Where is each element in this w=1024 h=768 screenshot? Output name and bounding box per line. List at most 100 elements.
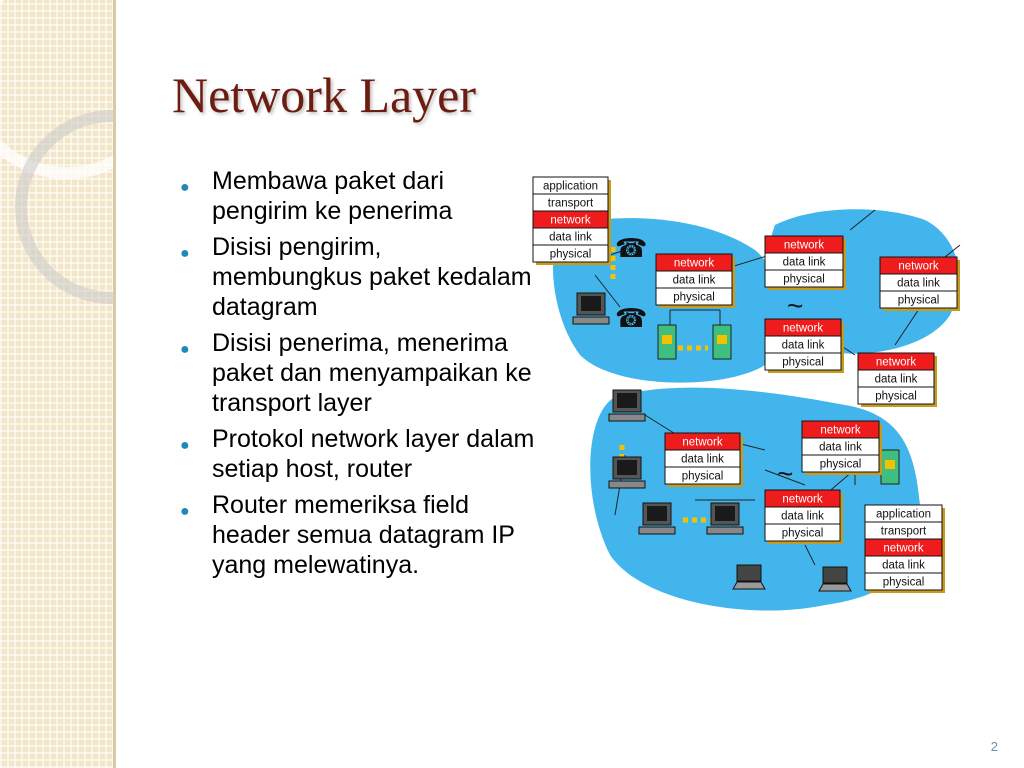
stack-layer-box [879,290,958,309]
stack-layer-label: network [674,258,715,270]
stack-layer-label: network [682,437,723,449]
protocol-stack: network data link physical [801,420,882,475]
stack-layer-label: data link [681,454,724,466]
server-light-shape [717,335,727,344]
laptop-screen-shape [736,564,762,582]
stack-layer-label: application [543,181,598,193]
stack-layer-label: physical [682,471,724,483]
stack-layer-label: physical [782,357,824,369]
keyboard-shape [706,526,744,535]
computer-icon [638,502,676,535]
server-icon [880,449,900,485]
bullet-list: ● Membawa paket dari pengirim ke penerima… [180,166,535,586]
computer-icon [572,292,610,325]
telephone-icon: ☎ [615,303,647,333]
bullet-dot-icon: ● [180,179,190,196]
laptop-icon [818,566,852,592]
router-icon: ~ [787,290,803,321]
protocol-stack: network data link physical [764,489,843,544]
bullet-item: ● Disisi pengirim, membungkus paket kedal… [180,232,535,322]
stack-layer-label: data link [781,511,824,523]
stack-layer-label: network [883,543,924,555]
protocol-stack: application transport network data link phys… [864,504,945,593]
keyboard-shape [572,316,610,325]
stack-layer-label: data link [782,340,825,352]
stack-layer-label: physical [883,577,925,589]
network-link [849,209,876,231]
page-number: 2 [990,739,998,754]
server-icon [657,324,677,360]
laptop-icon [732,564,766,590]
protocol-stack: application transport network data link phys… [532,176,611,265]
laptop-base-shape [818,583,852,592]
stack-layer-label: physical [898,295,940,307]
stack-layer-box [801,454,880,473]
protocol-stack: network data link physical [764,235,846,290]
sidebar-edge [113,0,116,768]
bullet-item: ● Membawa paket dari pengirim ke penerima [180,166,535,226]
screen-shape [647,506,667,521]
bullet-text: Disisi penerima, menerima paket dan meny… [212,329,532,417]
stack-layer-label: network [550,215,591,227]
protocol-stack: network data link physical [879,256,960,311]
screen-shape [617,393,637,408]
stack-layer-box [764,352,842,371]
bullet-dot-icon: ● [180,503,190,520]
stack-layer-label: network [820,425,861,437]
stack-layer-box [664,466,741,485]
laptop-base-shape [732,581,766,590]
bullet-item: ●Protokol network layer dalam setiap hos… [180,424,535,484]
stack-layer-label: network [782,494,823,506]
keyboard-shape [638,526,676,535]
stack-layer-box [864,572,943,591]
stack-layer-label: application [876,509,931,521]
stack-layer-box [655,287,733,306]
stack-layer-label: data link [882,560,925,572]
stack-layer-label: data link [673,275,716,287]
bullet-dot-icon: ● [180,245,190,262]
stack-layer-label: network [784,240,825,252]
bullet-text: Disisi pengirim, membungkus paket kedala… [212,233,532,321]
server-icon [712,324,732,360]
bullet-item: ● Disisi penerima, menerima paket dan men… [180,328,535,418]
network-link [594,274,621,308]
stack-layer-label: data link [875,374,918,386]
stack-layer-label: transport [881,526,927,538]
stack-layer-label: physical [820,459,862,471]
stack-layer-box [764,269,844,288]
keyboard-shape [608,480,646,489]
computer-icon [706,502,744,535]
protocol-stack: network data link physical [664,432,743,487]
decorative-sidebar [0,0,113,768]
stack-layer-label: physical [550,249,592,261]
bullet-text: Router memeriksa field header semua data… [212,491,515,579]
telephone-icon: ☎ [615,233,647,263]
server-light-shape [662,335,672,344]
stack-layer-box [857,386,935,405]
stack-layer-label: physical [782,528,824,540]
stack-layer-label: network [783,323,824,335]
screen-shape [617,460,637,475]
stack-layer-label: physical [783,274,825,286]
slide-title: Network Layer [172,67,477,123]
bullet-text: Membawa paket dari pengirim ke penerima [212,167,453,225]
stack-layer-label: data link [783,257,826,269]
computer-icon [608,456,646,489]
laptop-screen-shape [822,566,848,584]
network-link [804,544,816,566]
stack-layer-label: data link [897,278,940,290]
stack-layer-label: data link [549,232,592,244]
protocol-stack: network data link physical [764,318,844,373]
server-light-shape [885,460,895,469]
screen-shape [581,296,601,311]
router-icon: ~ [777,458,793,489]
network-diagram: ☎ ☎ ~ ~ application transport network data link… [532,176,961,611]
bullet-text: Protokol network layer dalam setiap host… [212,425,535,483]
stack-layer-label: data link [819,442,862,454]
network-link [764,469,806,486]
stack-layer-label: transport [548,198,594,210]
bullet-dot-icon: ● [180,341,190,358]
stack-layer-label: network [898,261,939,273]
